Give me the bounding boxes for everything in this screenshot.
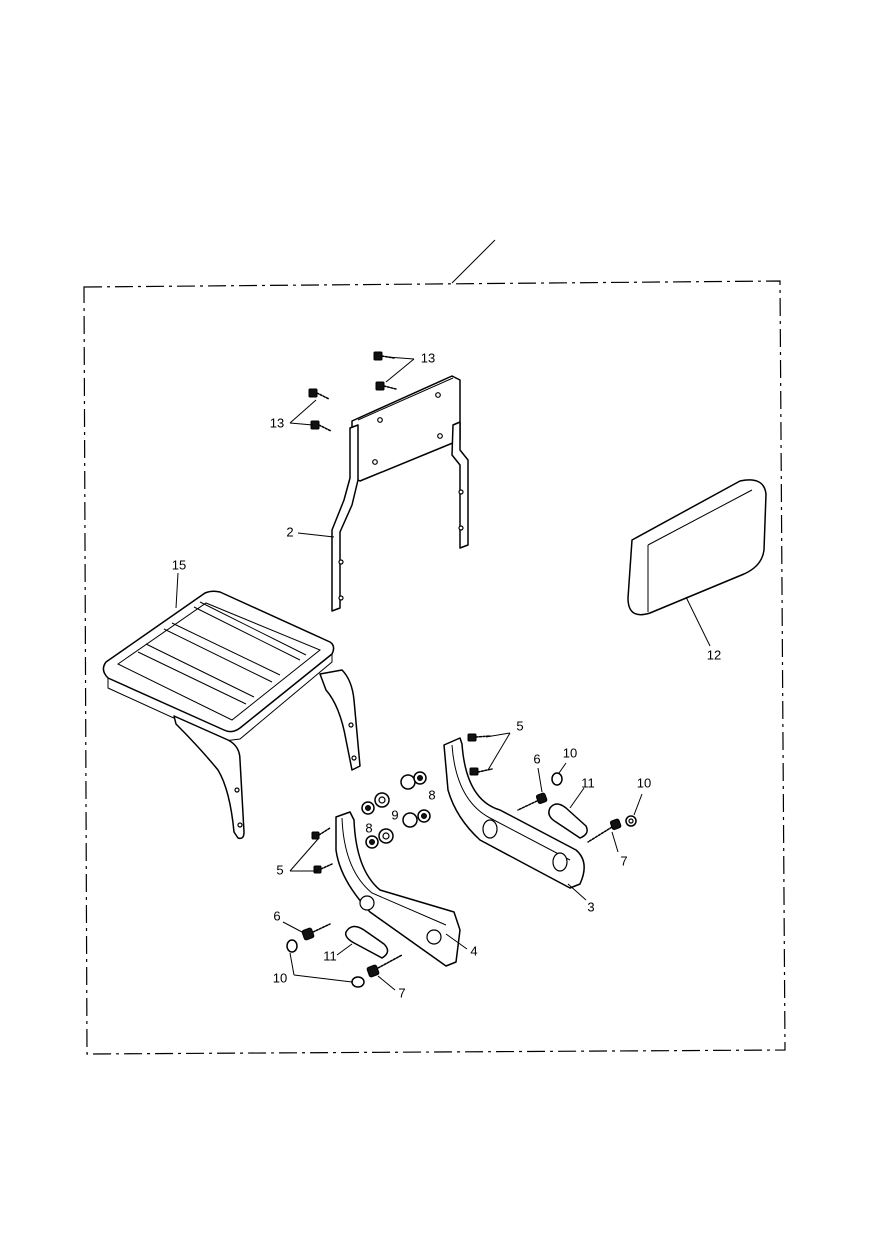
bracket-right: 3 — [443, 737, 595, 914]
callout-2-label: 2 — [286, 524, 293, 539]
callout-11-lower-label: 11 — [323, 948, 337, 963]
bolt-13-d — [310, 420, 332, 432]
bolt-13-b — [375, 381, 397, 391]
callout-7-upper-label: 7 — [620, 853, 627, 868]
bolt-13-a — [373, 351, 395, 361]
callout-7-lower-label: 7 — [398, 985, 405, 1000]
callout-5-lower-label: 5 — [276, 862, 283, 877]
callout-6-upper-label: 6 — [533, 751, 540, 766]
callout-9-label: 9 — [391, 807, 398, 822]
luggage-rack: 15 — [102, 557, 361, 840]
callout-10-upper-a-label: 10 — [563, 745, 577, 760]
spacer-11-lower: 11 — [323, 925, 389, 963]
screws-5-upper: 5 — [467, 718, 524, 776]
callout-13-upper-label: 13 — [421, 350, 435, 365]
bolt-7-upper: 7 — [587, 818, 628, 868]
backrest-pad: 12 — [627, 479, 767, 662]
bracket-left: 4 — [335, 811, 478, 967]
callout-12-label: 12 — [707, 647, 721, 662]
callout-11-upper-label: 11 — [581, 775, 595, 790]
callout-6-lower-label: 6 — [273, 908, 280, 923]
callout-8-b-label: 8 — [428, 787, 435, 802]
callout-10-lower-label: 10 — [273, 970, 287, 985]
bolt-13-c — [308, 388, 330, 400]
bolt-6-lower: 6 — [273, 908, 331, 941]
callout-10-upper-b-label: 10 — [637, 775, 651, 790]
screws-5-lower: 5 — [276, 827, 333, 877]
callout-15-label: 15 — [172, 557, 186, 572]
bolt-6-upper: 6 — [517, 751, 548, 811]
bolt-7-lower: 7 — [366, 954, 406, 1000]
washer-10-upper-b: 10 — [625, 775, 651, 827]
callout-kit — [451, 239, 496, 284]
washers-10-lower: 10 — [273, 939, 365, 988]
callout-8-a-label: 8 — [365, 820, 372, 835]
bolts-13: 13 13 — [270, 350, 435, 432]
kit-boundary — [83, 280, 786, 1055]
washer-10-upper-a: 10 — [551, 745, 577, 786]
spacer-11-upper: 11 — [548, 775, 595, 839]
callout-4-label: 4 — [470, 943, 477, 958]
callout-3-label: 3 — [587, 899, 594, 914]
backrest-frame: 2 — [286, 375, 469, 612]
hardware-cluster: 8 8 9 — [361, 771, 436, 849]
callout-13-left-label: 13 — [270, 415, 284, 430]
callout-5-upper-label: 5 — [516, 718, 523, 733]
